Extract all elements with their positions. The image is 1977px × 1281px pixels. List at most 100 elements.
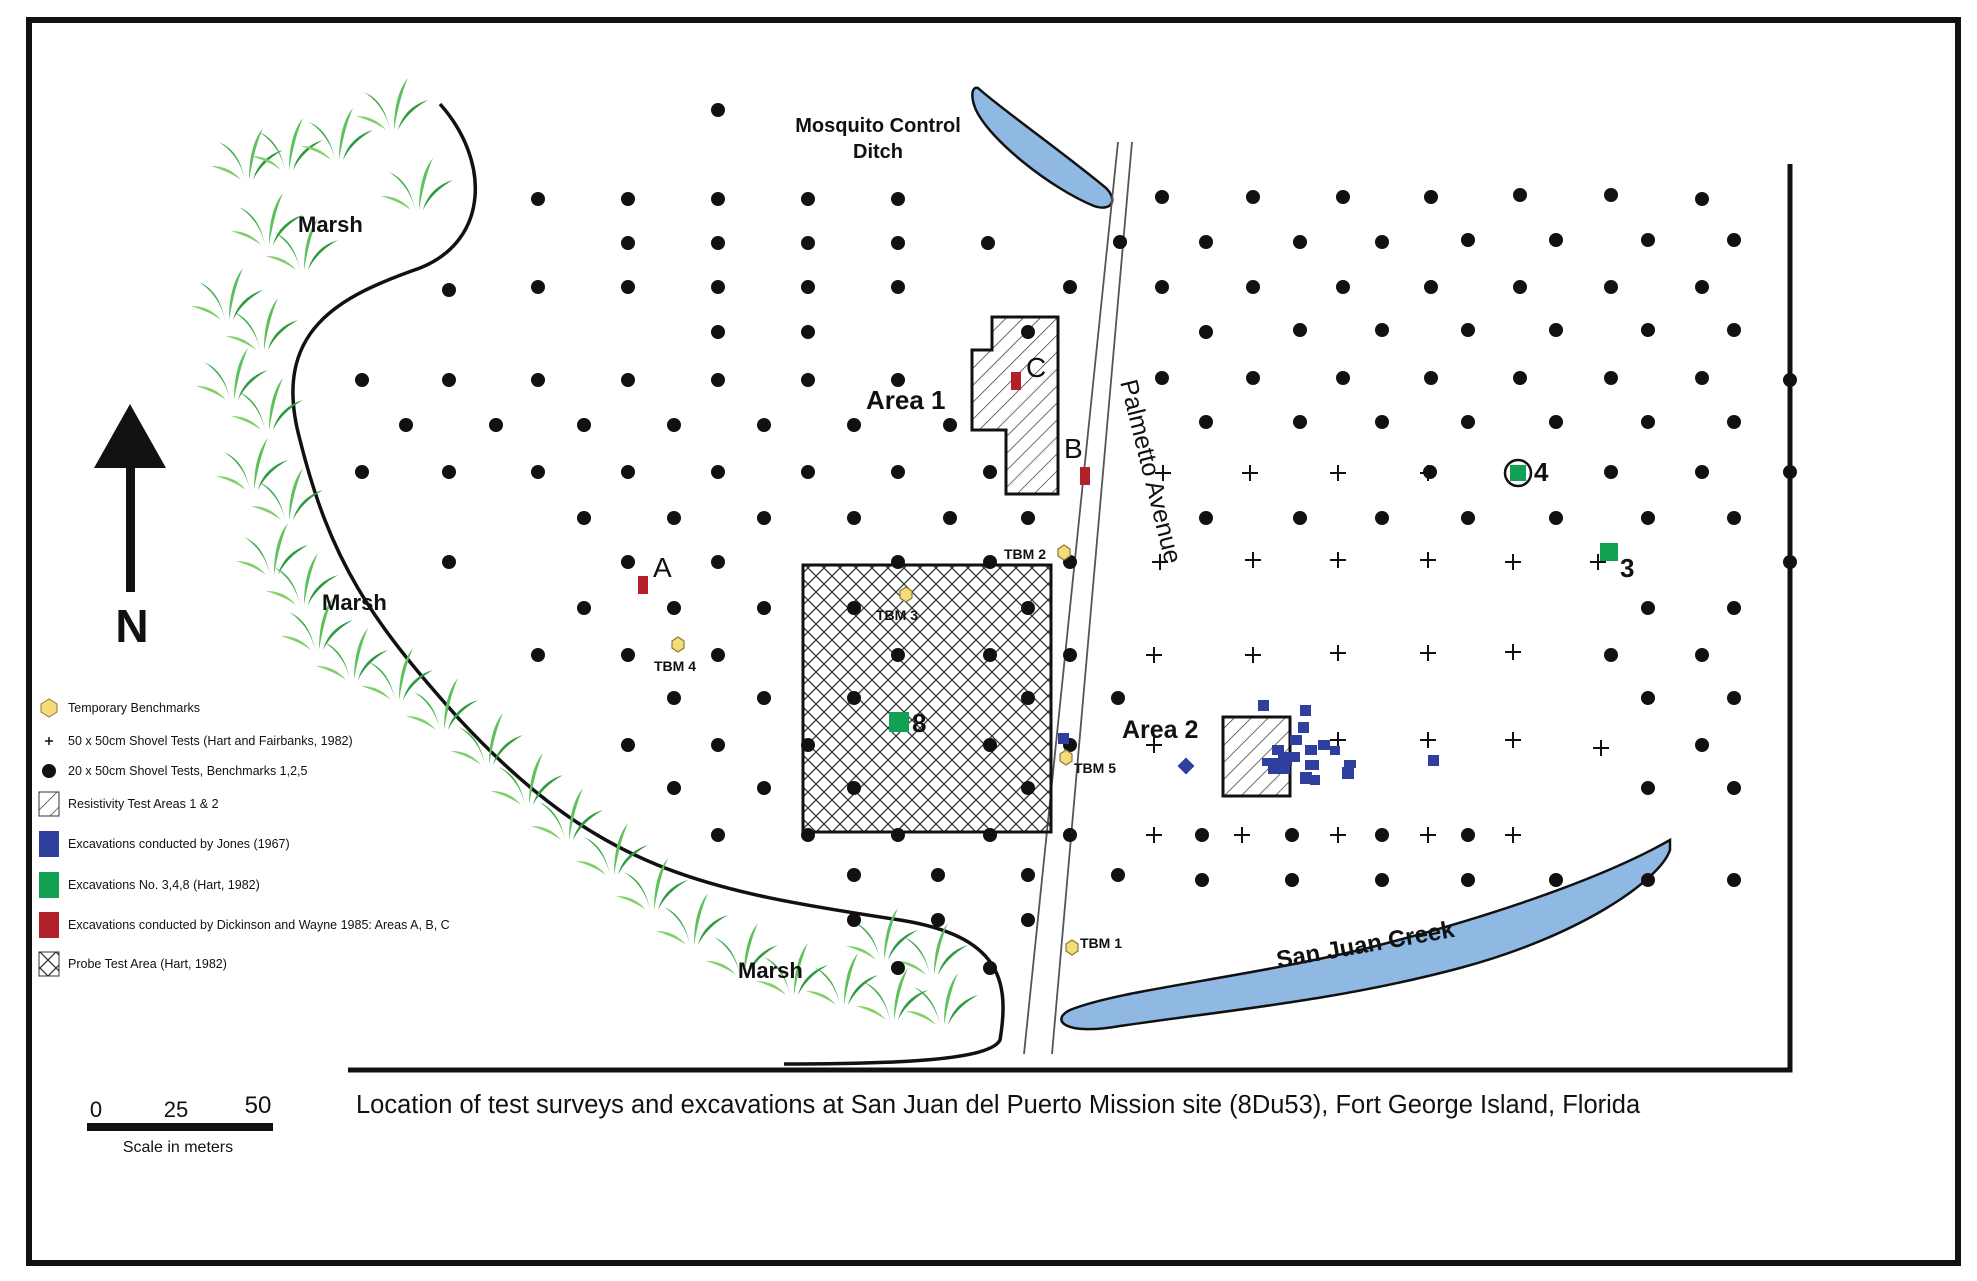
shovel-test-dot <box>1727 873 1741 887</box>
shovel-test-dot <box>1695 465 1709 479</box>
shovel-test-dot <box>1113 235 1127 249</box>
shovel-test-dot <box>1513 371 1527 385</box>
shovel-test-cross <box>1234 827 1250 843</box>
shovel-test-dot <box>711 373 725 387</box>
legend-item: Excavations No. 3,4,8 (Hart, 1982) <box>39 872 260 898</box>
shovel-test-dot <box>442 465 456 479</box>
shovel-test-dot <box>847 691 861 705</box>
shovel-test-cross <box>1420 645 1436 661</box>
shovel-test-dot <box>711 103 725 117</box>
legend-label: Excavations No. 3,4,8 (Hart, 1982) <box>68 878 260 892</box>
shovel-test-dot <box>1375 415 1389 429</box>
shovel-test-dot <box>801 325 815 339</box>
excavation-3 <box>1600 543 1618 561</box>
shovel-test-dot <box>1021 601 1035 615</box>
shovel-test-cross <box>1593 740 1609 756</box>
shovel-test-dot <box>1285 828 1299 842</box>
shovel-test-dot <box>891 465 905 479</box>
cross-icon <box>45 737 53 745</box>
shovel-test-dot <box>1461 415 1475 429</box>
shovel-test-dot <box>891 280 905 294</box>
map-caption: Location of test surveys and excavations… <box>356 1091 1641 1119</box>
shovel-test-dot <box>1021 511 1035 525</box>
shovel-test-dot <box>667 781 681 795</box>
shovel-test-dot <box>891 373 905 387</box>
label-4: 4 <box>1534 457 1549 487</box>
shovel-test-dot <box>711 648 725 662</box>
shovel-test-dot <box>355 373 369 387</box>
shovel-test-dot <box>667 418 681 432</box>
shovel-test-dot <box>983 555 997 569</box>
shovel-test-cross <box>1420 732 1436 748</box>
shovel-test-dot <box>621 192 635 206</box>
area-2-label: Area 2 <box>1122 716 1198 744</box>
shovel-test-dot <box>757 418 771 432</box>
shovel-test-dot <box>621 738 635 752</box>
shovel-test-dots <box>355 103 1797 975</box>
shovel-test-dot <box>711 236 725 250</box>
square-icon <box>39 831 59 857</box>
shovel-test-dot <box>667 601 681 615</box>
shovel-test-dot <box>1063 280 1077 294</box>
shovel-test-dot <box>1424 371 1438 385</box>
shovel-test-dot <box>1549 511 1563 525</box>
scale-tick-25: 25 <box>164 1097 188 1122</box>
shovel-test-dot <box>1199 235 1213 249</box>
north-arrow: N <box>94 404 166 652</box>
shovel-test-dot <box>531 648 545 662</box>
shovel-test-cross <box>1330 827 1346 843</box>
tbm3-label: TBM 3 <box>876 607 918 623</box>
shovel-test-dot <box>847 913 861 927</box>
shovel-test-dot <box>1246 280 1260 294</box>
shovel-test-dot <box>1604 465 1618 479</box>
shovel-test-dot <box>1783 465 1797 479</box>
legend-item: Temporary Benchmarks <box>40 698 200 718</box>
shovel-test-dot <box>1293 235 1307 249</box>
scale-bar: 0 25 50 Scale in meters <box>87 1092 273 1156</box>
legend-item: 50 x 50cm Shovel Tests (Hart and Fairban… <box>45 734 353 748</box>
shovel-test-dot <box>1727 415 1741 429</box>
shovel-test-dot <box>621 555 635 569</box>
shovel-test-dot <box>1155 190 1169 204</box>
shovel-test-dot <box>1549 873 1563 887</box>
shovel-test-dot <box>1246 371 1260 385</box>
shovel-test-dot <box>801 236 815 250</box>
shovel-test-dot <box>1155 371 1169 385</box>
shovel-test-dot <box>711 325 725 339</box>
excavation-4-ring <box>1503 458 1533 488</box>
shovel-test-dot <box>442 283 456 297</box>
legend-label: Excavations conducted by Jones (1967) <box>68 837 290 851</box>
shovel-test-dot <box>983 828 997 842</box>
shovel-test-dot <box>1375 828 1389 842</box>
shovel-test-dot <box>1641 601 1655 615</box>
shovel-test-dot <box>1604 280 1618 294</box>
label-b: B <box>1064 433 1083 464</box>
road-label: Palmetto Avenue <box>1114 377 1187 567</box>
shovel-test-cross <box>1146 737 1162 753</box>
square-icon <box>39 872 59 898</box>
legend-label: Excavations conducted by Dickinson and W… <box>68 918 450 932</box>
shovel-test-dot <box>1727 781 1741 795</box>
shovel-test-dot <box>1549 323 1563 337</box>
shovel-test-dot <box>1461 233 1475 247</box>
shovel-test-dot <box>931 913 945 927</box>
shovel-test-cross <box>1245 647 1261 663</box>
shovel-test-dot <box>531 280 545 294</box>
shovel-test-cross <box>1420 552 1436 568</box>
shovel-test-dot <box>1604 371 1618 385</box>
excavation-b <box>1080 467 1090 485</box>
shovel-test-dot <box>1727 511 1741 525</box>
crosshatch-icon <box>38 951 60 977</box>
san-juan-creek <box>1060 837 1672 1031</box>
tbm1-label: TBM 1 <box>1080 935 1122 951</box>
shovel-test-dot <box>1727 233 1741 247</box>
shovel-test-dot <box>1195 873 1209 887</box>
tbm2-label: TBM 2 <box>1004 546 1046 562</box>
benchmark-tbm5 <box>1059 749 1073 766</box>
shovel-test-dot <box>1641 691 1655 705</box>
shovel-test-dot <box>801 828 815 842</box>
shovel-test-dot <box>1375 511 1389 525</box>
shovel-test-dot <box>667 691 681 705</box>
shovel-test-dot <box>891 555 905 569</box>
shovel-test-dot <box>1641 233 1655 247</box>
